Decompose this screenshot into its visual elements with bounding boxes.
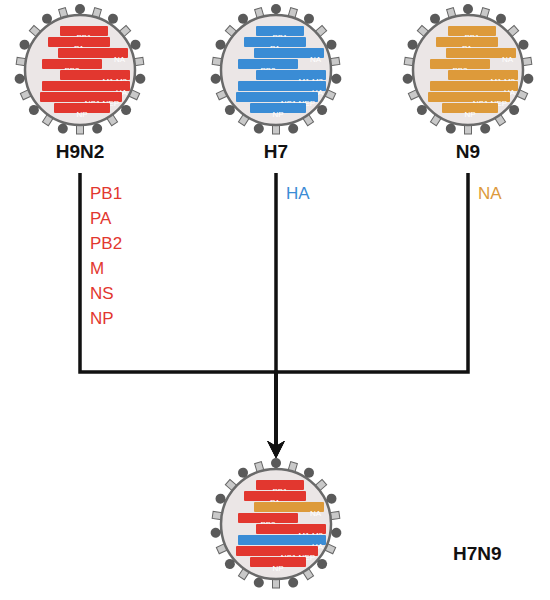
virus-particle: N9PB1PANAPB2M1,M2HANS1,NEPNP xyxy=(401,3,535,170)
gene-segment: HA xyxy=(42,81,130,91)
gene-list: HA xyxy=(286,181,310,206)
gene-segment: NA xyxy=(58,48,128,58)
lineage-arrow xyxy=(80,173,276,455)
gene-segment: NS1,NEP xyxy=(236,92,318,102)
gene-segment: M1,M2 xyxy=(60,70,130,80)
gene-segment: PB2 xyxy=(430,59,490,69)
strain-name: N9 xyxy=(401,141,535,163)
gene-segment: PB1 xyxy=(448,26,496,36)
gene-segment: NA xyxy=(254,48,324,58)
segment-label: NP xyxy=(272,110,283,120)
gene-segment: PA xyxy=(436,37,498,47)
gene-segment: M1,M2 xyxy=(256,524,326,534)
gene-segment: NP xyxy=(250,557,306,567)
gene-segment: HA xyxy=(430,81,518,91)
segment-label: NP xyxy=(272,564,283,574)
gene-segment: HA xyxy=(238,81,326,91)
gene-list: PB1 PA PB2 M NS NP xyxy=(90,181,122,331)
gene-segment: NP xyxy=(250,103,306,113)
lineage-arrow xyxy=(276,173,468,455)
gene-segment: PA xyxy=(244,37,306,47)
gene-segment: M1,M2 xyxy=(448,70,518,80)
gene-segment: NA xyxy=(254,502,324,512)
gene-segment: NP xyxy=(54,103,110,113)
segment-label: NP xyxy=(76,110,87,120)
gene-segment: PB1 xyxy=(256,480,304,490)
segment-label: NP xyxy=(464,110,475,120)
gene-segment: NS1,NEP xyxy=(236,546,318,556)
gene-segment: PB2 xyxy=(238,59,298,69)
segment-label: NA xyxy=(310,55,321,65)
strain-name: H7N9 xyxy=(453,543,502,565)
gene-segment: NA xyxy=(446,48,516,58)
strain-name: H9N2 xyxy=(13,141,147,163)
gene-segment: PB2 xyxy=(42,59,102,69)
gene-segment: PA xyxy=(244,491,306,501)
gene-segment: NP xyxy=(442,103,498,113)
virus-particle: H7N9PB1PANAPB2M1,M2HANS1,NEPNP xyxy=(209,457,343,591)
segment-label: NA xyxy=(502,55,513,65)
gene-segment: PB2 xyxy=(238,513,298,523)
virus-particle: H7PB1PANAPB2M1,M2HANS1,NEPNP xyxy=(209,3,343,170)
virus-particle: H9N2PB1PANAPB2M1,M2HANS1,NEPNP xyxy=(13,3,147,170)
gene-segment: NS1,NEP xyxy=(428,92,510,102)
gene-segment: M1,M2 xyxy=(256,70,326,80)
strain-name: H7 xyxy=(209,141,343,163)
gene-segment: PB1 xyxy=(60,26,108,36)
gene-segment: NS1,NEP xyxy=(40,92,122,102)
segment-label: NA xyxy=(310,509,321,519)
gene-segment: PB1 xyxy=(256,26,304,36)
gene-segment: HA xyxy=(238,535,326,545)
gene-segment: PA xyxy=(48,37,110,47)
segment-label: NA xyxy=(114,55,125,65)
gene-list: NA xyxy=(478,181,502,206)
